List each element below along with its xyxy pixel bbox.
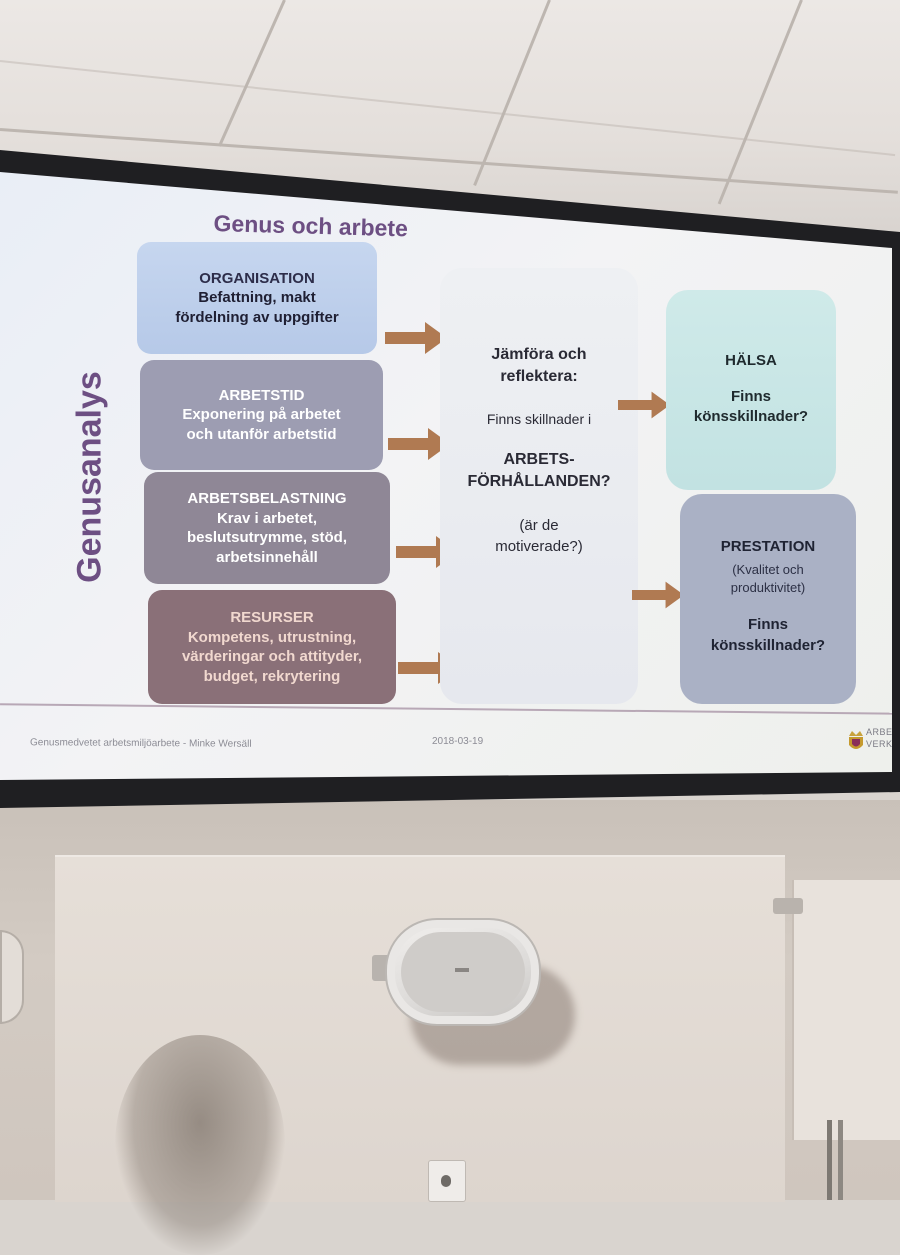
box-title: ARBETSTID — [218, 386, 305, 404]
box-prestation: PRESTATION (Kvalitet och produktivitet) … — [680, 494, 856, 704]
box-title: ORGANISATION — [199, 269, 315, 287]
ceiling-grid-line — [717, 0, 803, 205]
box-title: PRESTATION — [720, 538, 816, 555]
box-line: Krav i arbetet, — [216, 509, 318, 527]
cable — [838, 1120, 843, 1200]
footer-brand-line: ARBETS- — [866, 727, 893, 737]
arrow-right-icon — [618, 391, 670, 419]
arrow-right-icon — [388, 428, 450, 460]
box-halsa: HÄLSA Finns könsskillnader? — [666, 290, 836, 490]
center-heading: Jämföra och — [491, 346, 587, 363]
center-strong: ARBETS- — [503, 451, 575, 469]
box-line: Exponering på arbetet — [182, 406, 341, 424]
box-line: beslutsutrymme, stöd, — [186, 529, 348, 546]
box-sub: (Kvalitet och — [732, 562, 804, 577]
center-compare-box: Jämföra och reflektera: Finns skillnader… — [440, 268, 638, 704]
box-resurser: RESURSER Kompetens, utrustning, värderin… — [148, 590, 396, 704]
crown-logo-icon — [849, 731, 863, 749]
box-line: budget, rekrytering — [203, 667, 341, 685]
speaker-logo-icon — [455, 968, 469, 972]
box-line: och utanför arbetstid — [186, 425, 337, 443]
wall-panel-right — [792, 880, 900, 1140]
box-line: fördelning av uppgifter — [175, 308, 339, 326]
cable — [827, 1120, 832, 1200]
box-line: könsskillnader? — [710, 636, 826, 654]
footer-divider — [0, 703, 892, 715]
box-line: värderingar och attityder, — [181, 648, 363, 665]
center-strong: FÖRHÅLLANDEN? — [467, 472, 611, 490]
center-note: motiverade?) — [495, 537, 583, 555]
footer-date: 2018-03-19 — [432, 736, 484, 747]
box-sub: produktivitet) — [730, 580, 806, 596]
arrow-right-icon — [632, 581, 684, 609]
speaker-grille — [401, 932, 525, 1012]
slide-title: Genus och arbete — [213, 210, 409, 242]
box-line: könsskillnader? — [693, 408, 809, 426]
box-line: Befattning, makt — [198, 289, 316, 307]
center-note: (är de — [519, 517, 559, 535]
arrow-right-icon — [385, 322, 447, 354]
wall-speaker — [385, 918, 541, 1026]
wall-fixture — [0, 930, 24, 1024]
box-title: RESURSER — [230, 609, 314, 626]
box-organisation: ORGANISATION Befattning, makt fördelning… — [137, 242, 377, 354]
side-label: Genusanalys — [70, 371, 109, 583]
presentation-slide: Genus och arbete Genusanalys ORGANISATIO… — [0, 172, 893, 780]
box-line: Finns — [748, 616, 788, 634]
ceiling-grid-line — [0, 60, 896, 157]
ceiling-grid-line — [218, 0, 286, 147]
center-sub: Finns skillnader i — [486, 411, 592, 428]
person-shadow — [115, 1035, 285, 1255]
center-heading: reflektera: — [500, 367, 578, 385]
box-arbetsbelastning: ARBETSBELASTNING Krav i arbetet, besluts… — [144, 472, 390, 584]
wall-bracket — [773, 898, 803, 914]
box-line: Finns — [731, 388, 771, 405]
box-line: arbetsinnehåll — [216, 548, 318, 566]
footer-brand-line: VERKET — [866, 739, 893, 750]
box-line: Kompetens, utrustning, — [187, 628, 357, 646]
side-label-container: Genusanalys — [60, 362, 120, 592]
ceiling-grid-line — [473, 0, 551, 186]
box-title: ARBETSBELASTNING — [187, 490, 347, 507]
outlet-socket-icon — [441, 1175, 451, 1187]
footer-author: Genusmedvetet arbetsmiljöarbete - Minke … — [29, 737, 252, 750]
box-arbetstid: ARBETSTID Exponering på arbetet och utan… — [140, 360, 383, 470]
box-title: HÄLSA — [725, 352, 777, 369]
power-outlet — [428, 1160, 466, 1202]
footer-brand: ARBETS- VERKET — [866, 726, 893, 750]
